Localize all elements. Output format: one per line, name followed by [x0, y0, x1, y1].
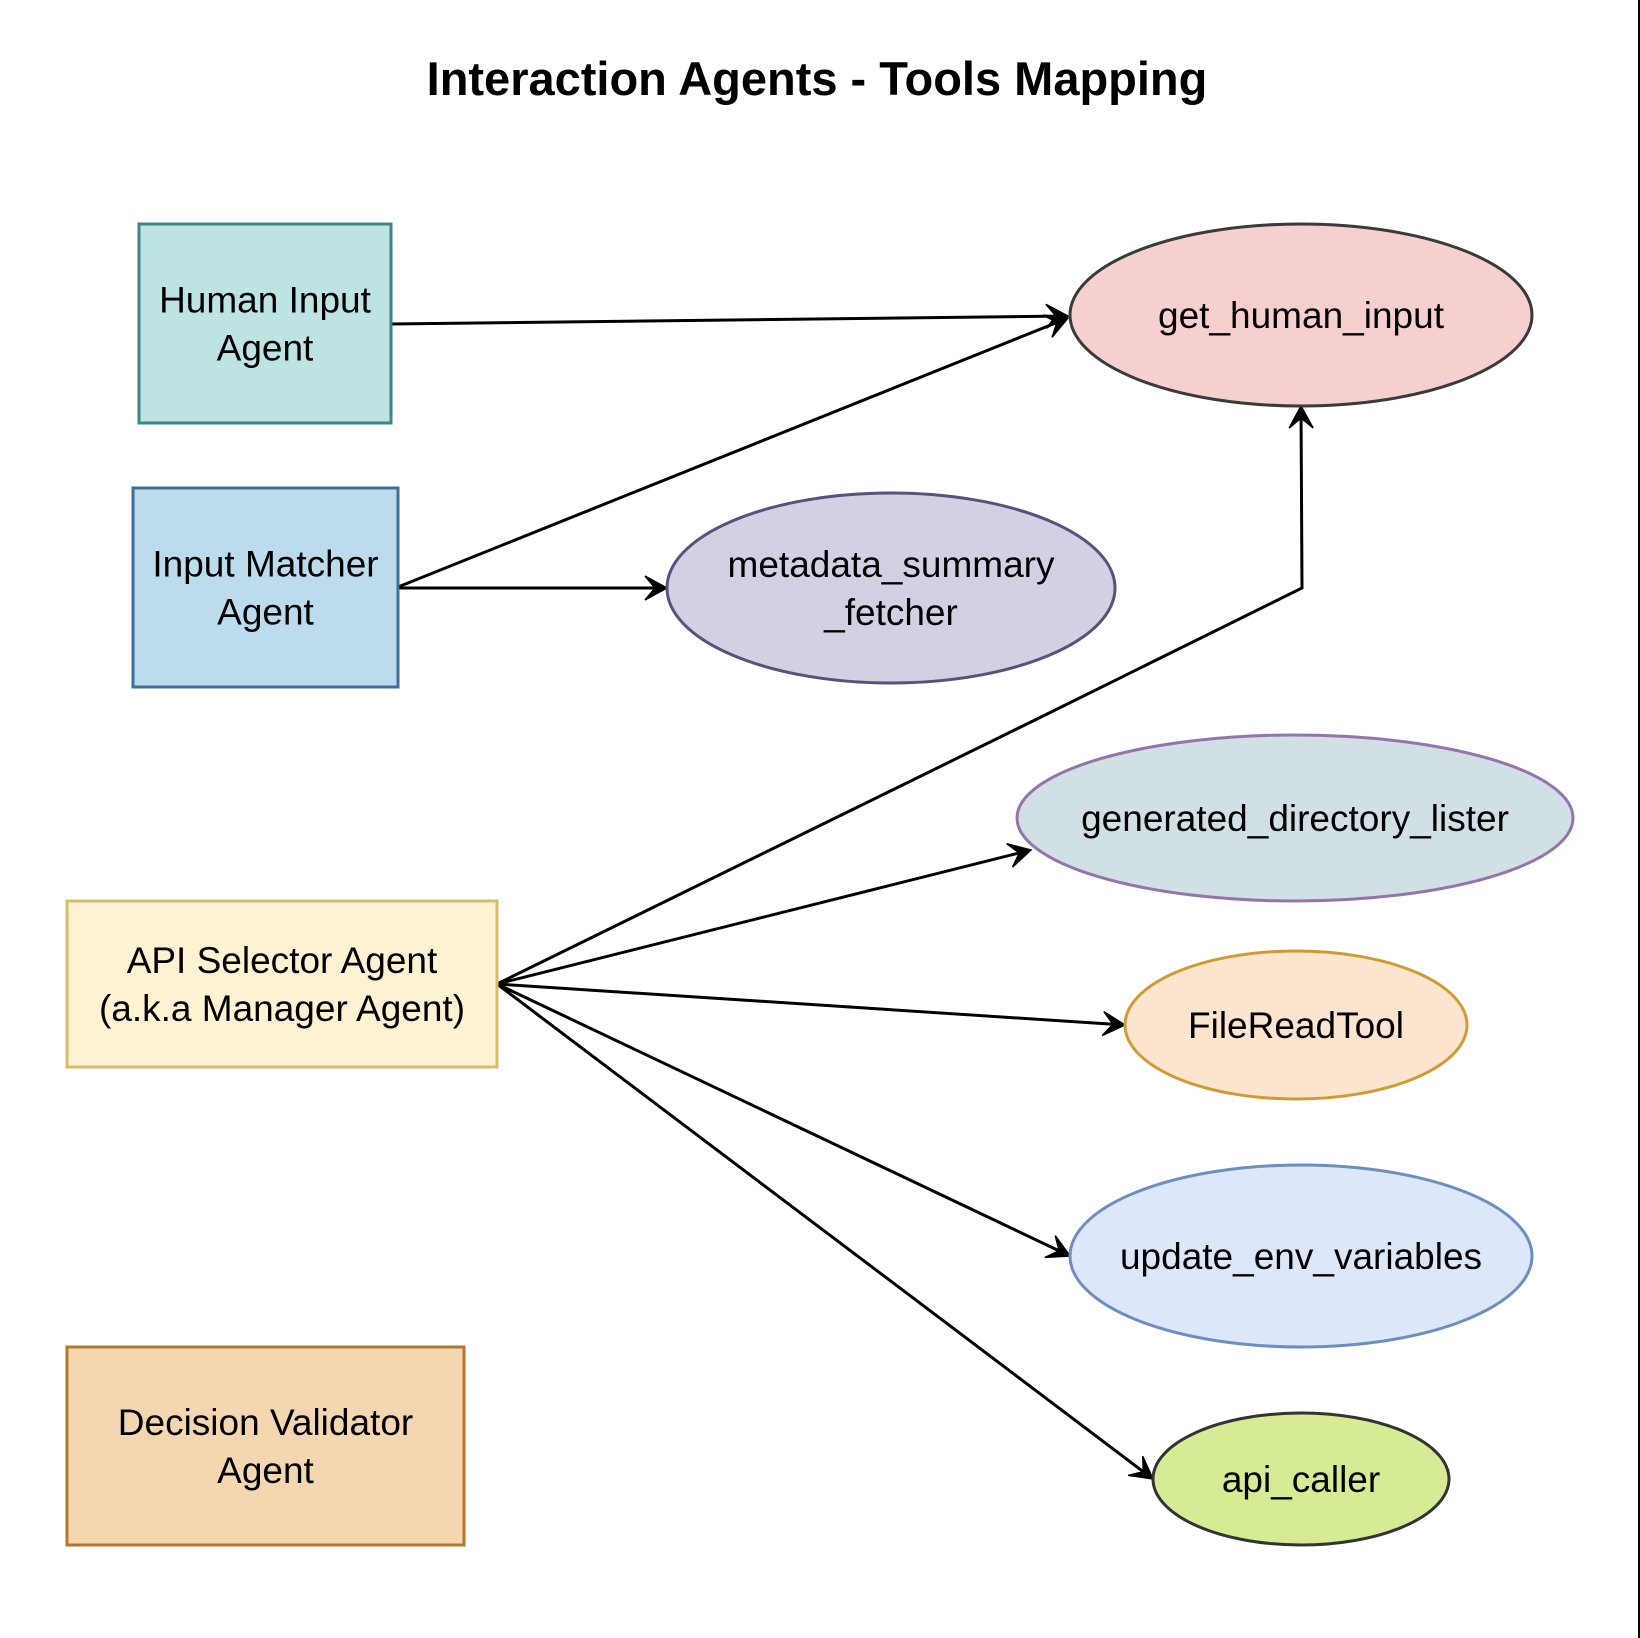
update-env-variables-label-line-1: update_env_variables [1120, 1236, 1482, 1277]
human-input-agent-box [137, 222, 393, 425]
api-caller-node: api_caller [1151, 1411, 1451, 1547]
generated-directory-lister-label-line-1: generated_directory_lister [1081, 798, 1509, 839]
metadata-summary-fetcher-label-line-1: metadata_summary [728, 544, 1055, 585]
api-caller-label-line-1: api_caller [1222, 1459, 1380, 1500]
edge-api-selector-agent-to-get-human-input [496, 404, 1314, 986]
edge-api-selector-agent-to-update-env-variables-line [496, 982, 1060, 1253]
human-input-agent-label-line-2: Agent [217, 328, 314, 369]
edge-api-selector-agent-to-generated-directory-lister-arrowhead [1006, 842, 1033, 868]
edge-api-selector-agent-to-get-human-input-line [496, 417, 1304, 986]
edge-api-selector-agent-to-file-read-tool [496, 982, 1127, 1037]
file-read-tool-label-line-1: FileReadTool [1188, 1005, 1404, 1046]
decision-validator-agent-label-line-2: Agent [217, 1450, 314, 1491]
edge-api-selector-agent-to-generated-directory-lister-line [496, 851, 1020, 986]
update-env-variables-ellipse [1068, 1163, 1534, 1349]
edge-api-selector-agent-to-api-caller [496, 982, 1155, 1480]
edge-human-input-agent-to-get-human-input-line [390, 314, 1057, 326]
generated-directory-lister-node: generated_directory_lister [1015, 733, 1575, 903]
decision-validator-agent-box [65, 1345, 466, 1547]
edge-api-selector-agent-to-update-env-variables-arrowhead [1044, 1235, 1072, 1259]
edge-api-selector-agent-to-file-read-tool-arrowhead [1101, 1010, 1127, 1037]
input-matcher-agent-label-line-1: Input Matcher [152, 544, 378, 585]
api-caller-ellipse [1151, 1411, 1451, 1547]
api-selector-agent-box [65, 899, 499, 1069]
metadata-summary-fetcher-ellipse [665, 491, 1117, 685]
update-env-variables-node: update_env_variables [1068, 1163, 1534, 1349]
edge-api-selector-agent-to-file-read-tool-line [496, 982, 1114, 1026]
edges-layer [390, 303, 1314, 1480]
file-read-tool-ellipse [1123, 949, 1469, 1101]
get-human-input-node: get_human_input [1068, 222, 1534, 408]
edge-input-matcher-agent-to-metadata-summary-fetcher [398, 575, 669, 601]
generated-directory-lister-ellipse [1015, 733, 1575, 903]
edge-api-selector-agent-to-api-caller-arrowhead [1128, 1455, 1155, 1480]
edge-input-matcher-agent-to-get-human-input-arrowhead [1042, 314, 1070, 338]
edge-api-selector-agent-to-generated-directory-lister [496, 842, 1033, 986]
get-human-input-ellipse [1068, 222, 1534, 408]
api-selector-agent-label-line-2: (a.k.a Manager Agent) [99, 988, 465, 1029]
file-read-tool-node: FileReadTool [1123, 949, 1469, 1101]
edge-api-selector-agent-to-api-caller-line [496, 982, 1145, 1473]
input-matcher-agent-label-line-2: Agent [217, 592, 314, 633]
edge-input-matcher-agent-to-metadata-summary-fetcher-arrowhead [644, 575, 669, 601]
edge-input-matcher-agent-to-get-human-input-line [397, 321, 1058, 589]
edge-api-selector-agent-to-update-env-variables [496, 982, 1072, 1259]
edge-input-matcher-agent-to-get-human-input [397, 314, 1070, 589]
decision-validator-agent-label-line-1: Decision Validator [118, 1402, 413, 1443]
edge-api-selector-agent-to-get-human-input-arrowhead [1288, 404, 1314, 429]
metadata-summary-fetcher-node: metadata_summary _fetcher [665, 491, 1117, 685]
get-human-input-label-line-1: get_human_input [1158, 295, 1445, 336]
metadata-summary-fetcher-label-line-2: _fetcher [823, 592, 958, 633]
api-selector-agent-node: API Selector Agent (a.k.a Manager Agent) [65, 899, 499, 1069]
diagram-title: Interaction Agents - Tools Mapping [427, 52, 1208, 105]
input-matcher-agent-box [131, 486, 400, 689]
api-selector-agent-label-line-1: API Selector Agent [127, 940, 438, 981]
human-input-agent-label-line-1: Human Input [159, 280, 372, 321]
